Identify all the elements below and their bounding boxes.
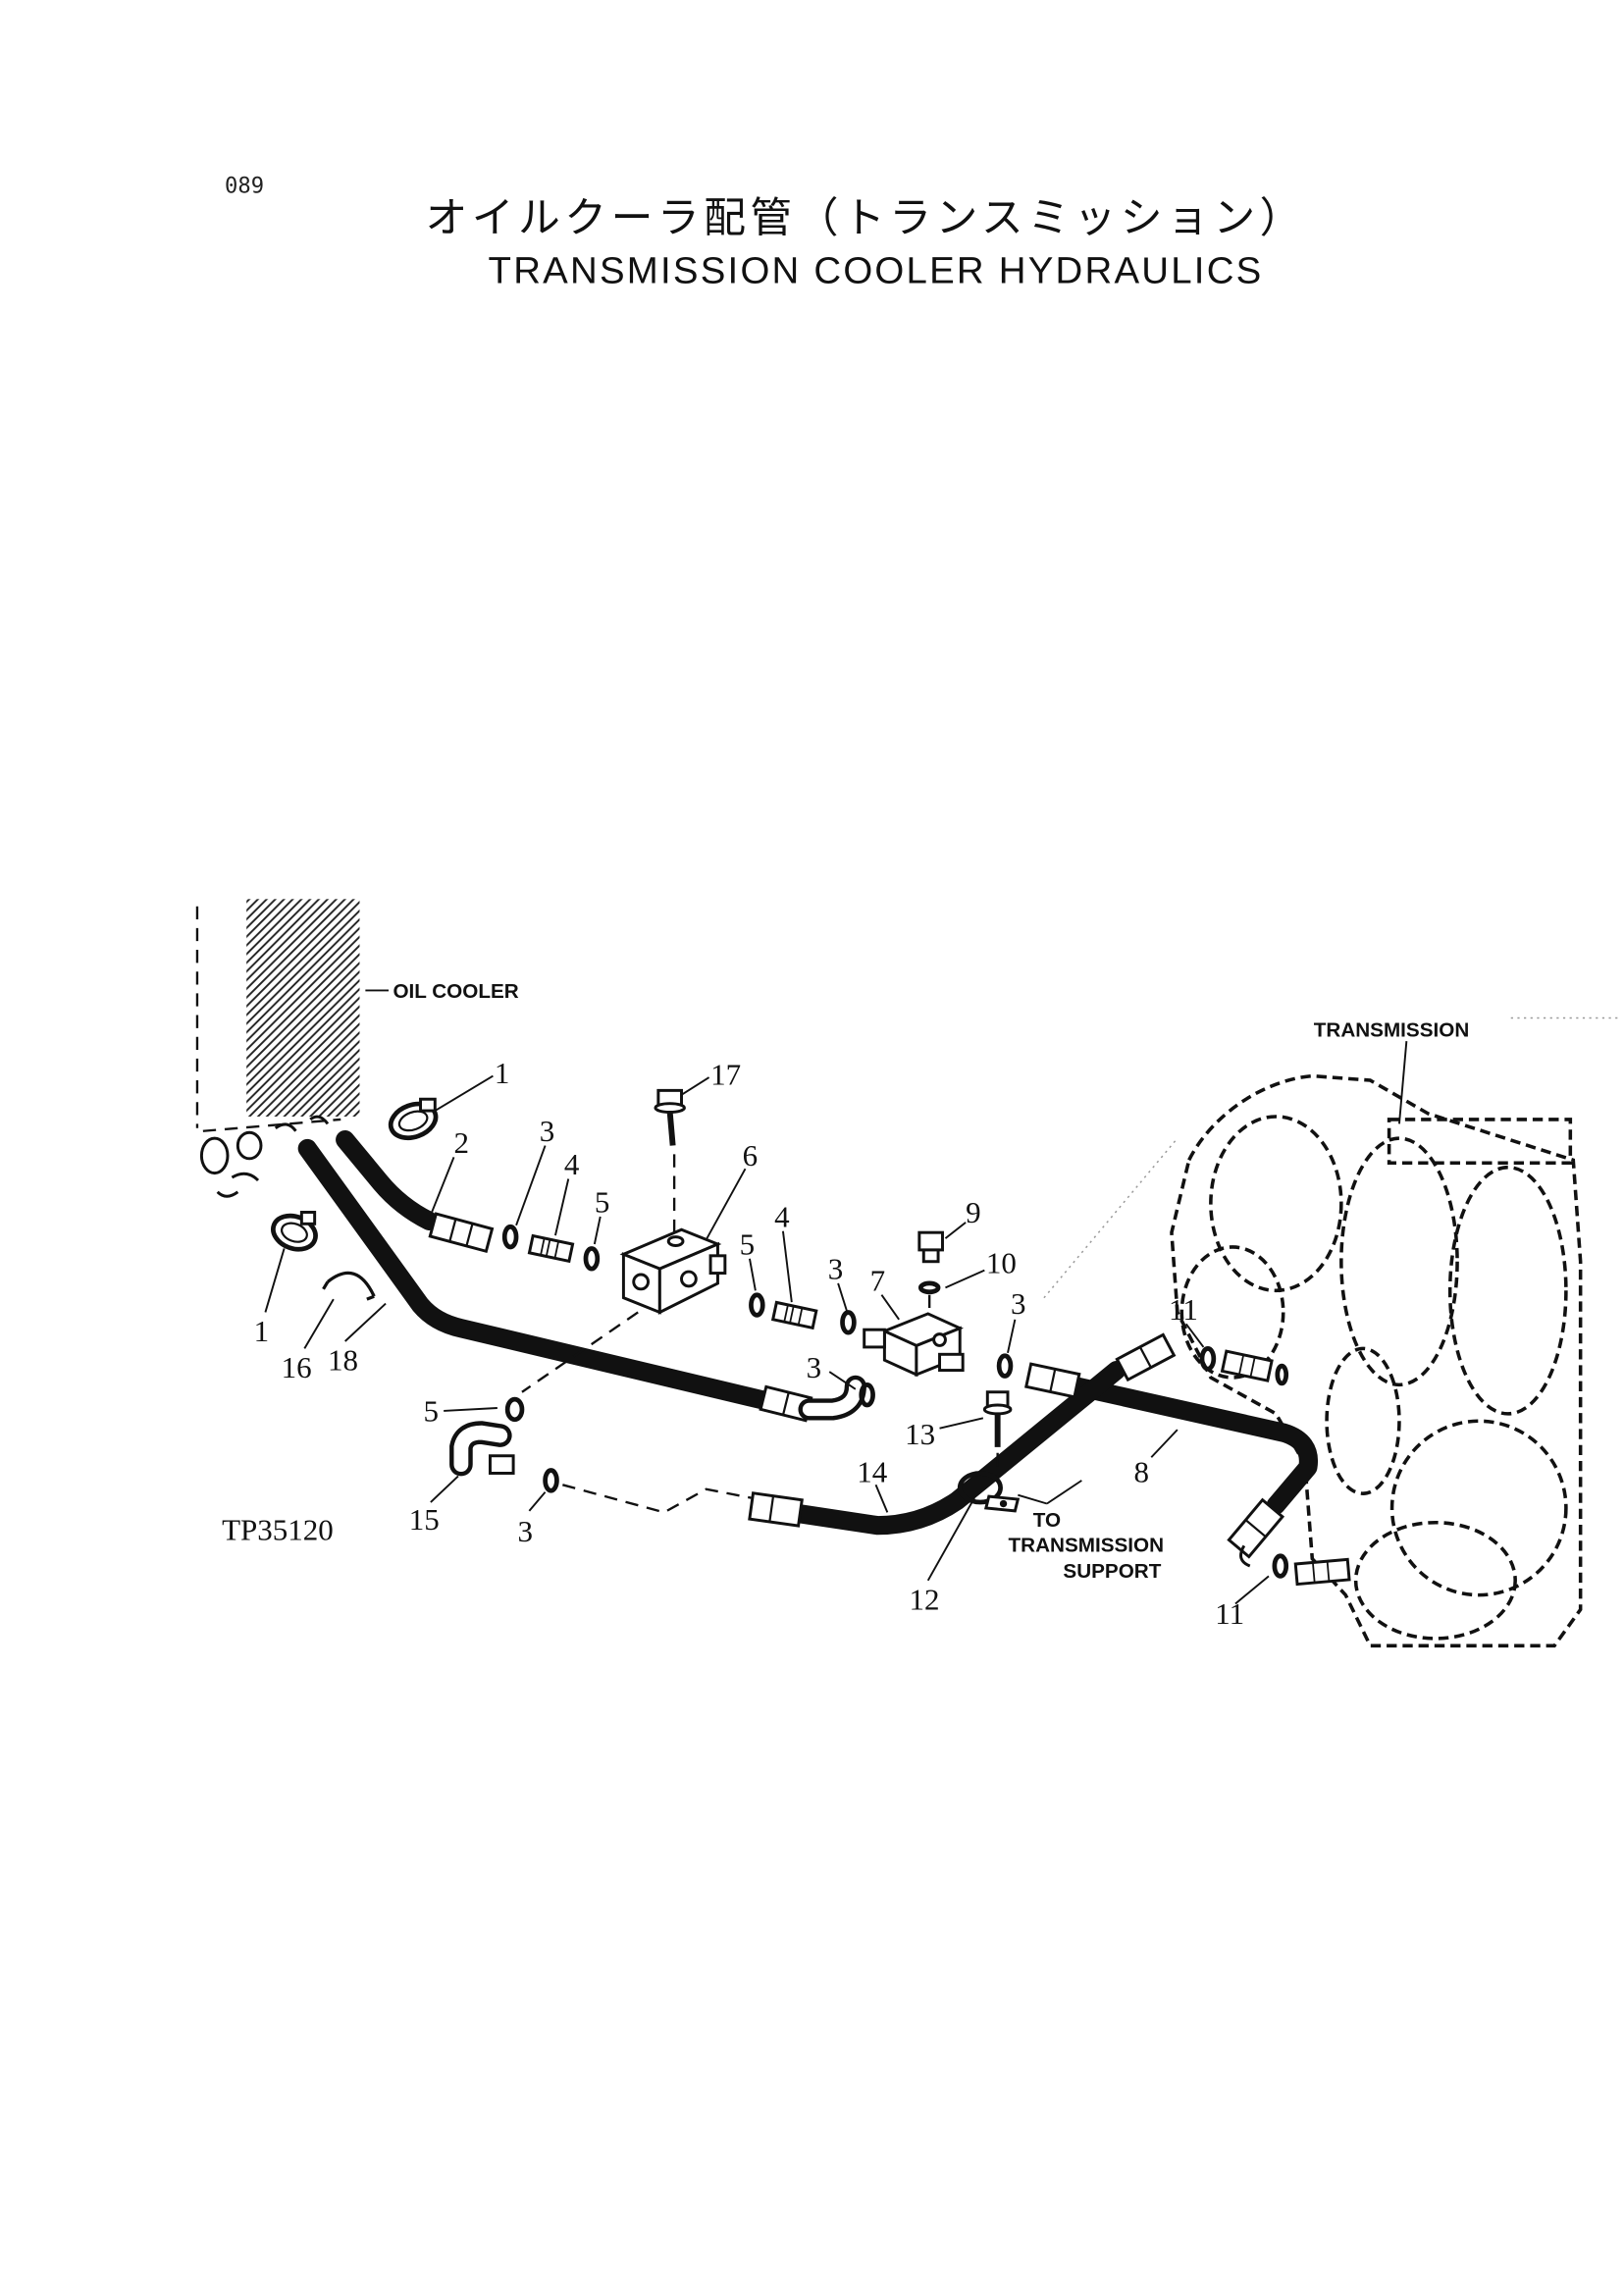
hose-2-end-fitting [428, 1212, 495, 1254]
adapter-4-top [527, 1233, 575, 1264]
callout-10-washer: 10 [986, 1246, 1017, 1280]
adapter-4-mid [770, 1300, 818, 1330]
hose-18 [297, 1138, 775, 1411]
hose-clamp-top [388, 1097, 439, 1141]
callout-3-o-ring-lower-mid: 3 [807, 1350, 822, 1384]
clip-16 [322, 1271, 376, 1301]
o-ring-5-top [583, 1246, 601, 1272]
oil-cooler-label: OIL COOLER [393, 980, 518, 1003]
title-english: TRANSMISSION COOLER HYDRAULICS [489, 249, 1264, 291]
lower-dashed-path [562, 1484, 752, 1514]
o-ring-3-lower-mid [859, 1382, 875, 1408]
p-clamp-12 [957, 1471, 1021, 1513]
callout-14-hose: 14 [857, 1454, 888, 1488]
callout-8-pipe: 8 [1134, 1454, 1150, 1488]
callout-1-clamp-left: 1 [254, 1314, 270, 1348]
elbow-15 [449, 1421, 515, 1477]
callout-17-bolt: 17 [710, 1057, 741, 1091]
o-ring-3-right [996, 1353, 1014, 1379]
fitting-11-right [1220, 1349, 1274, 1382]
callout-3-o-ring-lower: 3 [518, 1514, 534, 1548]
o-ring-5-lower [504, 1396, 525, 1423]
callout-3-o-ring-top: 3 [540, 1114, 555, 1148]
callout-5-o-ring-mid: 5 [740, 1226, 756, 1261]
valve-block-6 [619, 1227, 727, 1315]
block-6-dashed-path [521, 1311, 639, 1393]
figure-id: TP35120 [222, 1512, 334, 1546]
callout-3-o-ring-mid: 3 [828, 1251, 844, 1285]
callout-15-elbow: 15 [409, 1502, 440, 1537]
bolt-17 [654, 1088, 686, 1146]
hose-14-upper-fitting [1115, 1332, 1177, 1382]
page-number: 089 [225, 174, 264, 199]
hose-14-lower-fitting [748, 1491, 804, 1528]
callout-7-tee: 7 [870, 1263, 886, 1297]
callout-3-o-ring-right: 3 [1011, 1286, 1026, 1321]
o-ring-5-mid [749, 1292, 765, 1318]
pipe-8 [1066, 1377, 1319, 1515]
callout-9-plug: 9 [966, 1195, 981, 1229]
callout-6-block: 6 [743, 1138, 759, 1173]
o-ring-11-right [1199, 1346, 1217, 1372]
transmission-leader [1398, 1041, 1408, 1124]
callout-2-hose: 2 [454, 1125, 470, 1160]
pipe-8-elbow-tip [1239, 1544, 1251, 1568]
to-support-line-2: TRANSMISSION [1009, 1534, 1165, 1556]
title-japanese: オイルクーラ配管（トランスミッション） [425, 194, 1305, 243]
oil-cooler [195, 899, 360, 1198]
bolt-13 [982, 1390, 1013, 1447]
callout-5-o-ring-top: 5 [595, 1184, 610, 1219]
o-ring-3-mid [840, 1310, 857, 1335]
callout-11-fitting-right: 11 [1169, 1292, 1198, 1327]
o-ring-11-bottom [1272, 1553, 1289, 1579]
pipe-8-left-fitting [1024, 1362, 1081, 1399]
transmission-dotted-leader [1043, 1137, 1179, 1299]
fitting-11-bottom [1293, 1557, 1351, 1587]
callout-4-adapter-mid: 4 [774, 1199, 790, 1233]
callout-1-clamp-top: 1 [495, 1056, 510, 1090]
callout-13-bolt: 13 [905, 1417, 935, 1451]
transmission-label: TRANSMISSION [1314, 1019, 1470, 1042]
callout-18-hose: 18 [328, 1343, 358, 1378]
hose-2 [336, 1130, 439, 1230]
to-support-line-1: TO [1033, 1509, 1061, 1532]
callout-11-fitting-bottom: 11 [1215, 1596, 1244, 1631]
plug-9 [917, 1230, 944, 1264]
washer-10 [917, 1280, 941, 1295]
pipe-8-elbow-fitting [1227, 1497, 1285, 1559]
callout-leaders [264, 1074, 1270, 1605]
hose-14 [791, 1360, 1126, 1536]
tee-7 [863, 1312, 965, 1378]
callout-4-adapter-top: 4 [564, 1147, 580, 1181]
callout-16-clip: 16 [282, 1350, 312, 1384]
o-ring-3-lower [543, 1468, 559, 1493]
hose-clamp-left [271, 1211, 318, 1252]
hose-18-elbow [798, 1375, 866, 1421]
o-ring-11-right-end [1275, 1363, 1289, 1386]
o-ring-3-top [501, 1224, 519, 1250]
to-support-line-3: SUPPORT [1063, 1560, 1161, 1583]
callout-5-o-ring-lower: 5 [423, 1393, 439, 1428]
callout-12-clamp: 12 [910, 1582, 940, 1616]
